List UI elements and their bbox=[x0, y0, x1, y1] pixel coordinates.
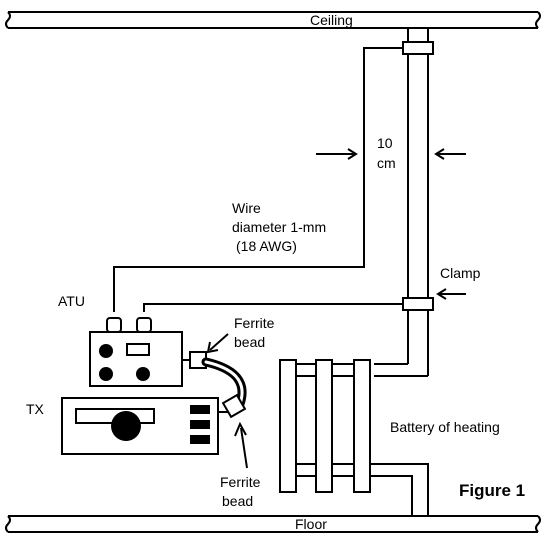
spacing-unit: cm bbox=[377, 155, 396, 171]
wire-label-line1: Wire bbox=[232, 200, 261, 216]
top-clamp bbox=[402, 41, 434, 55]
coax-cable bbox=[182, 351, 247, 419]
wire-label-line3: (18 AWG) bbox=[236, 238, 297, 254]
ferrite-bottom-annotation: Ferrite bead bbox=[220, 421, 261, 509]
tx-unit: TX bbox=[26, 397, 219, 455]
ceiling-beam: Ceiling bbox=[5, 11, 541, 29]
atu-label: ATU bbox=[58, 293, 85, 309]
ferrite-top-line1: Ferrite bbox=[234, 315, 275, 331]
ceiling-label: Ceiling bbox=[310, 12, 353, 28]
ferrite-bottom-line2: bead bbox=[222, 493, 253, 509]
wire-to-atu bbox=[113, 47, 403, 312]
lower-clamp bbox=[402, 297, 434, 311]
radiator-label: Battery of heating bbox=[390, 419, 500, 435]
floor-beam: Floor bbox=[5, 515, 541, 533]
clamp-arrow: Clamp bbox=[436, 265, 481, 300]
atu-unit: ATU bbox=[58, 293, 183, 387]
heating-pipe bbox=[374, 28, 434, 377]
ferrite-top-annotation: Ferrite bead bbox=[206, 315, 275, 354]
radiator: Battery of heating bbox=[279, 359, 500, 516]
spacing-arrows: 10 cm bbox=[316, 135, 466, 171]
ferrite-bead-bottom bbox=[221, 393, 247, 419]
tx-label: TX bbox=[26, 401, 45, 417]
ferrite-top-line2: bead bbox=[234, 334, 265, 350]
clamp-label: Clamp bbox=[440, 265, 481, 281]
figure-caption: Figure 1 bbox=[459, 481, 525, 500]
spacing-value: 10 bbox=[377, 135, 393, 151]
ferrite-bottom-line1: Ferrite bbox=[220, 474, 261, 490]
wire-label-line2: diameter 1-mm bbox=[232, 219, 326, 235]
floor-label: Floor bbox=[295, 516, 327, 532]
